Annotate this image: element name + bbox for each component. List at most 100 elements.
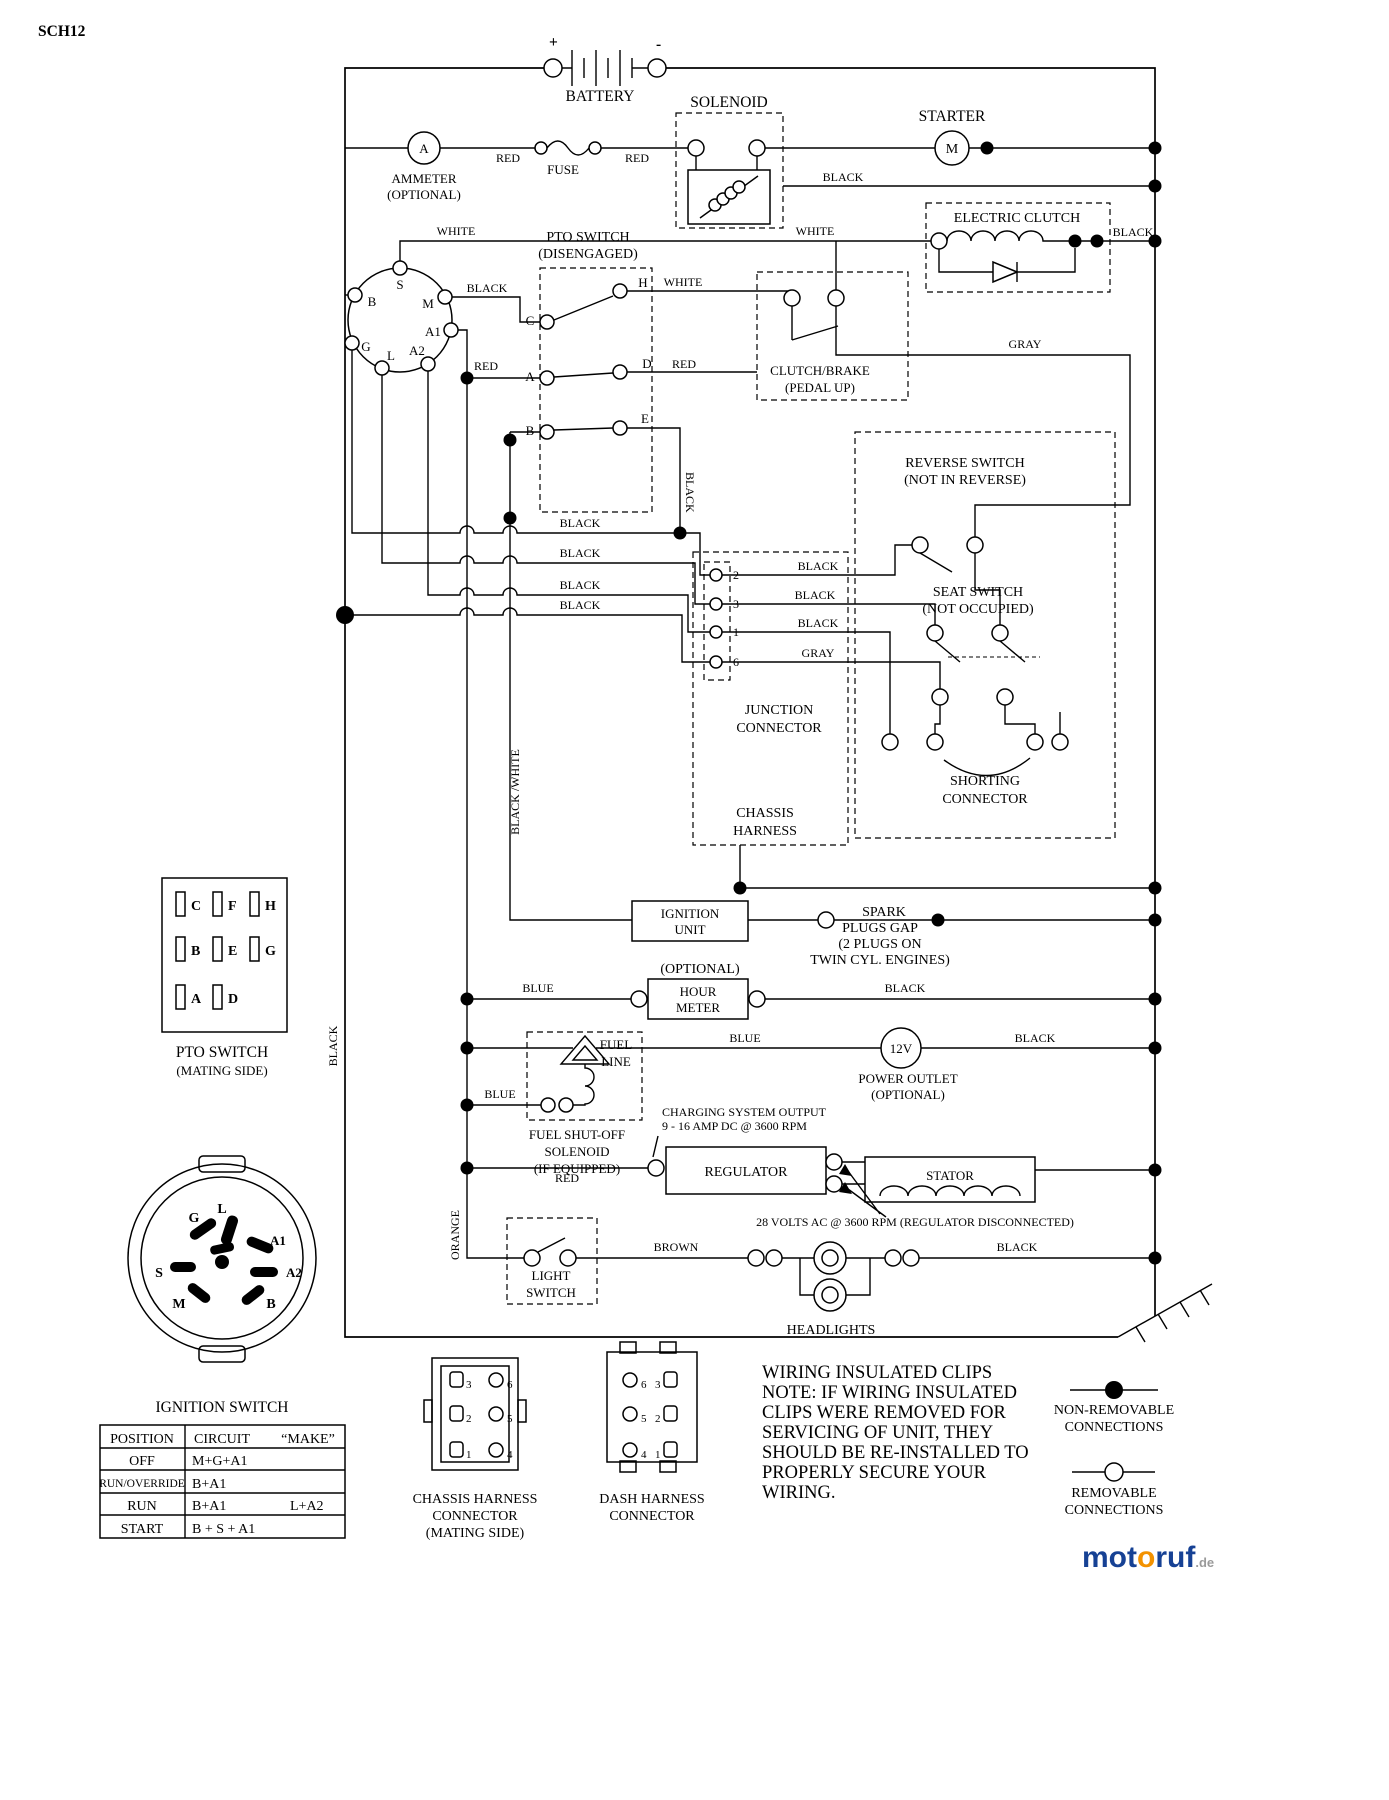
power-outlet-label2: (OPTIONAL) xyxy=(871,1087,945,1102)
pto-mating-title: PTO SWITCH xyxy=(176,1044,268,1061)
terminal-l xyxy=(374,360,390,376)
ammeter-optional: (OPTIONAL) xyxy=(387,187,461,202)
stator-box xyxy=(864,1156,1036,1203)
junction-dot xyxy=(1148,1041,1162,1055)
wire-junction-pin1 xyxy=(722,631,891,734)
stator-note: 28 VOLTS AC @ 3600 RPM (REGULATOR DISCON… xyxy=(756,1215,1074,1229)
regulator-terminal xyxy=(825,1153,843,1171)
wire-stator-coil xyxy=(879,1185,1021,1197)
power-outlet-symbol: 12V xyxy=(890,1041,913,1056)
legend-nonremovable-label2: CONNECTIONS xyxy=(1065,1420,1164,1435)
pto-mating-connector: C F H B E G A D PTO SWITCH (MATING SIDE) xyxy=(175,891,276,1078)
pto-mating-pin xyxy=(175,936,186,962)
spark-label4: TWIN CYL. ENGINES) xyxy=(810,953,950,968)
wire-label-black: BLACK xyxy=(823,170,864,184)
dashed-boxes xyxy=(506,112,1116,1305)
headlight-bulb-inner xyxy=(821,1286,839,1304)
headlight-connector xyxy=(765,1249,783,1267)
reverse-switch-sub: (NOT IN REVERSE) xyxy=(904,473,1026,488)
connection-legend: NON-REMOVABLE CONNECTIONS REMOVABLE CONN… xyxy=(1054,1403,1174,1518)
pto-a: A xyxy=(525,369,535,384)
junction-connector-label2: CONNECTOR xyxy=(736,721,822,736)
pto-mating-pin xyxy=(175,891,186,917)
fuel-solenoid-label3: (IF EQUIPPED) xyxy=(534,1161,620,1176)
pto-mating-pin xyxy=(212,891,223,917)
junction-dot xyxy=(503,511,517,525)
junction-pin xyxy=(709,625,723,639)
wire-junction-pin6 xyxy=(722,661,941,689)
junction-dot xyxy=(673,526,687,540)
hour-meter-label2: METER xyxy=(676,1000,720,1015)
note-line5: SHOULD BE RE-INSTALLED TO xyxy=(762,1443,1029,1463)
junction-dot xyxy=(503,433,517,447)
brand-part2: o xyxy=(1137,1541,1155,1574)
stator-label: STATOR xyxy=(926,1168,974,1183)
pto-mating-sub: (MATING SIDE) xyxy=(176,1063,267,1078)
pto-contact-b xyxy=(539,424,555,440)
dash-conn-pin-num: 6 xyxy=(641,1379,647,1391)
wire-reverse-internal xyxy=(919,552,1001,625)
wire-label-orange-vertical: ORANGE xyxy=(448,1210,462,1260)
wire-fuse-wave xyxy=(546,140,590,156)
dash-conn-pin xyxy=(663,1371,678,1388)
junction-dot xyxy=(1148,179,1162,193)
clutch-terminal xyxy=(930,232,948,250)
pto-contact-e xyxy=(612,420,628,436)
table-border xyxy=(99,1424,346,1539)
key-slot-m xyxy=(187,1283,211,1303)
ammeter-symbol: A xyxy=(419,141,429,156)
reverse-seat-box xyxy=(854,431,1116,839)
headlight-connector xyxy=(884,1249,902,1267)
brand-logo: motoruf.de xyxy=(1082,1541,1214,1574)
chassis-harness-connector: 3 6 2 5 1 4 CHASSIS HARNESS CONNECTOR (M… xyxy=(413,1357,537,1541)
key-label-g: G xyxy=(189,1211,200,1226)
fuse-terminal xyxy=(534,141,548,155)
table-row-position: RUN/OVERRIDE xyxy=(99,1478,185,1490)
shorting-label2: CONNECTOR xyxy=(942,792,1028,807)
headlight-connector xyxy=(747,1249,765,1267)
wire-label-black: BLACK xyxy=(1113,225,1154,239)
solenoid-spring-loop xyxy=(732,180,746,194)
junction-dot xyxy=(1148,913,1162,927)
junction-dot xyxy=(1148,1251,1162,1265)
starter-circle xyxy=(934,130,970,166)
wire-white-top xyxy=(399,240,931,290)
wire-label-gray: GRAY xyxy=(802,646,835,660)
wire-solenoid-internal xyxy=(695,156,758,170)
hour-meter-label1: HOUR xyxy=(680,984,717,999)
dash-conn-pin-num: 5 xyxy=(641,1413,647,1425)
ignition-unit-box xyxy=(631,900,749,942)
headlight-bulb-inner xyxy=(821,1249,839,1267)
wiring-note: WIRING INSULATED CLIPS NOTE: IF WIRING I… xyxy=(762,1363,1029,1503)
wire-pto-arms xyxy=(553,295,614,431)
terminal-s xyxy=(392,260,408,276)
pto-mating-pin xyxy=(212,984,223,1010)
dash-conn-pin-num: 4 xyxy=(641,1449,647,1461)
seat-contact xyxy=(931,688,949,706)
key-center-bar xyxy=(210,1242,235,1255)
electric-clutch-box xyxy=(925,202,1111,293)
legend-removable-label2: CONNECTIONS xyxy=(1065,1503,1164,1518)
key-center xyxy=(215,1255,229,1269)
wire-battery-right-bus xyxy=(666,67,1156,1316)
chassis-conn-pin xyxy=(449,1371,464,1388)
chassis-conn-pin-num: 6 xyxy=(507,1379,513,1391)
seat-switch-sub: (NOT OCCUPIED) xyxy=(922,602,1034,617)
pto-e: E xyxy=(641,411,649,426)
light-switch-contact xyxy=(523,1249,541,1267)
dash-conn-label2: CONNECTOR xyxy=(609,1509,695,1524)
wire-label-blue: BLUE xyxy=(522,981,553,995)
solenoid-coil-box xyxy=(687,169,771,225)
ign-terminal-a2: A2 xyxy=(409,343,425,358)
pto-c: C xyxy=(526,313,535,328)
battery-terminal-neg xyxy=(647,58,667,78)
diode-symbol xyxy=(992,260,1019,284)
note-line4: SERVICING OF UNIT, THEY xyxy=(762,1423,993,1443)
junction-connector-label1: JUNCTION xyxy=(745,703,813,718)
ignition-key-inner xyxy=(140,1176,304,1340)
wire-electric-clutch xyxy=(938,230,1155,282)
wire-label-black: BLACK xyxy=(885,981,926,995)
dash-conn-pin-num: 1 xyxy=(655,1449,661,1461)
junction-dot xyxy=(1148,1163,1162,1177)
power-outlet-label1: POWER OUTLET xyxy=(858,1071,957,1086)
